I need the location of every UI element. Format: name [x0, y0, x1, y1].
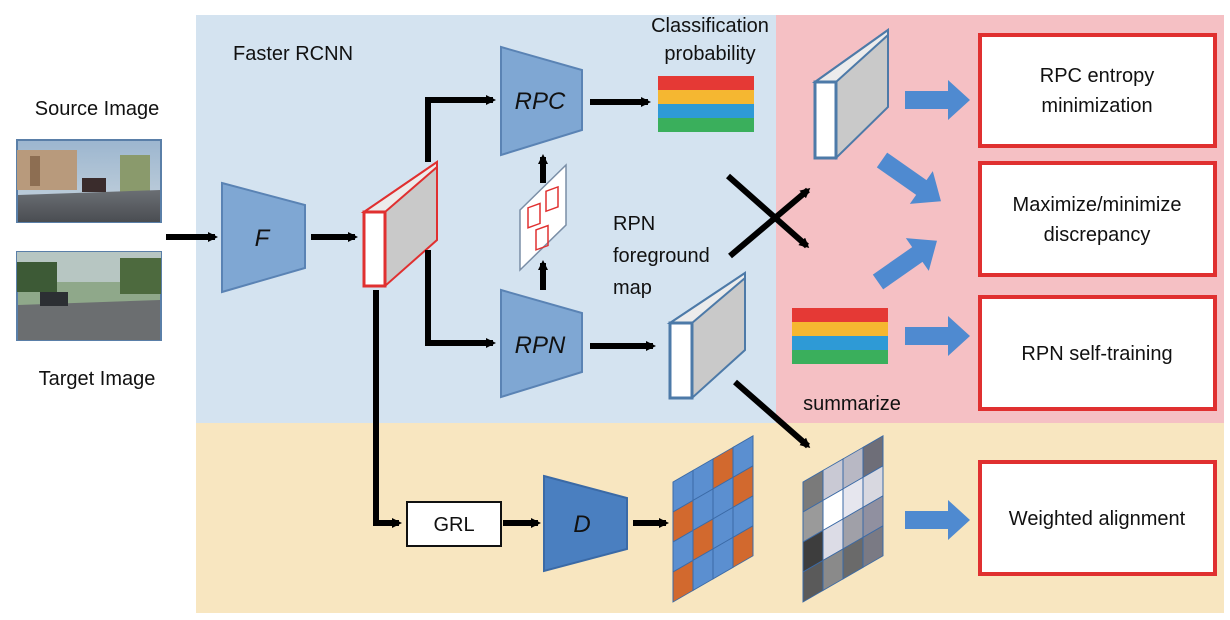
grl-box [406, 501, 502, 547]
discriminator-grid [672, 435, 754, 603]
output-weighted-label: Weighted alignment [1009, 508, 1186, 530]
module-d [543, 474, 628, 573]
rpn-probability-bars [792, 308, 888, 364]
block-arrow-bars-to-discrepancy [872, 238, 937, 290]
module-f-label: F [255, 225, 271, 252]
arrow-feature-to-rpn [425, 250, 496, 348]
block-arrow-map-to-discrepancy [876, 152, 941, 204]
output-weighted-box [978, 460, 1217, 576]
output-entropy-line1: RPC entropy [1040, 65, 1155, 87]
module-rpn [500, 288, 583, 399]
classification-probability-label-line2: probability [664, 43, 755, 65]
arrow-probability-to-red-bars [726, 173, 810, 249]
output-self-training-label: RPN self-training [1021, 343, 1172, 365]
block-arrow-weighted [905, 500, 970, 540]
weight-map-grid-cell [862, 525, 884, 569]
block-arrows [872, 80, 970, 540]
rpn-foreground-map-label-line2: foreground [613, 245, 710, 267]
module-f [221, 181, 306, 294]
block-arrow-self-training [905, 316, 970, 356]
discriminator-grid-cell [732, 525, 754, 569]
module-d-label: D [573, 511, 590, 538]
source-image [16, 139, 162, 223]
output-discrepancy-line1: Maximize/minimize [1013, 194, 1182, 216]
faster-rcnn-label: Faster RCNN [233, 43, 353, 65]
rpn-foreground-map [666, 271, 746, 400]
rpn-foreground-map-label-line1: RPN [613, 213, 655, 235]
block-arrow-entropy [905, 80, 970, 120]
rpn-foreground-map-label-line3: map [613, 277, 652, 299]
module-rpc [500, 45, 583, 157]
arrow-foreground-to-rpc-map [728, 187, 811, 259]
arrow-summarize [733, 379, 811, 449]
target-image-label: Target Image [39, 368, 156, 390]
output-discrepancy-box [978, 161, 1217, 277]
rpc-feature-map [811, 28, 889, 160]
output-self-training-box [978, 295, 1217, 411]
module-rpc-label: RPC [515, 88, 566, 115]
target-image [16, 251, 162, 341]
grl-label: GRL [433, 514, 474, 536]
feature-map [360, 160, 438, 288]
output-entropy-line2: minimization [1041, 95, 1152, 117]
classification-probability-bars [658, 76, 754, 132]
output-entropy-box [978, 33, 1217, 148]
module-rpn-label: RPN [515, 332, 566, 359]
arrow-feature-to-grl [373, 290, 402, 528]
source-image-label: Source Image [35, 98, 160, 120]
classification-probability-label-line1: Classification [651, 15, 769, 37]
proposal-boxes [519, 163, 567, 272]
output-discrepancy-line2: discrepancy [1044, 224, 1151, 246]
weight-map-grid [802, 435, 884, 603]
summarize-label: summarize [803, 393, 901, 415]
arrow-feature-to-rpc [425, 95, 496, 162]
